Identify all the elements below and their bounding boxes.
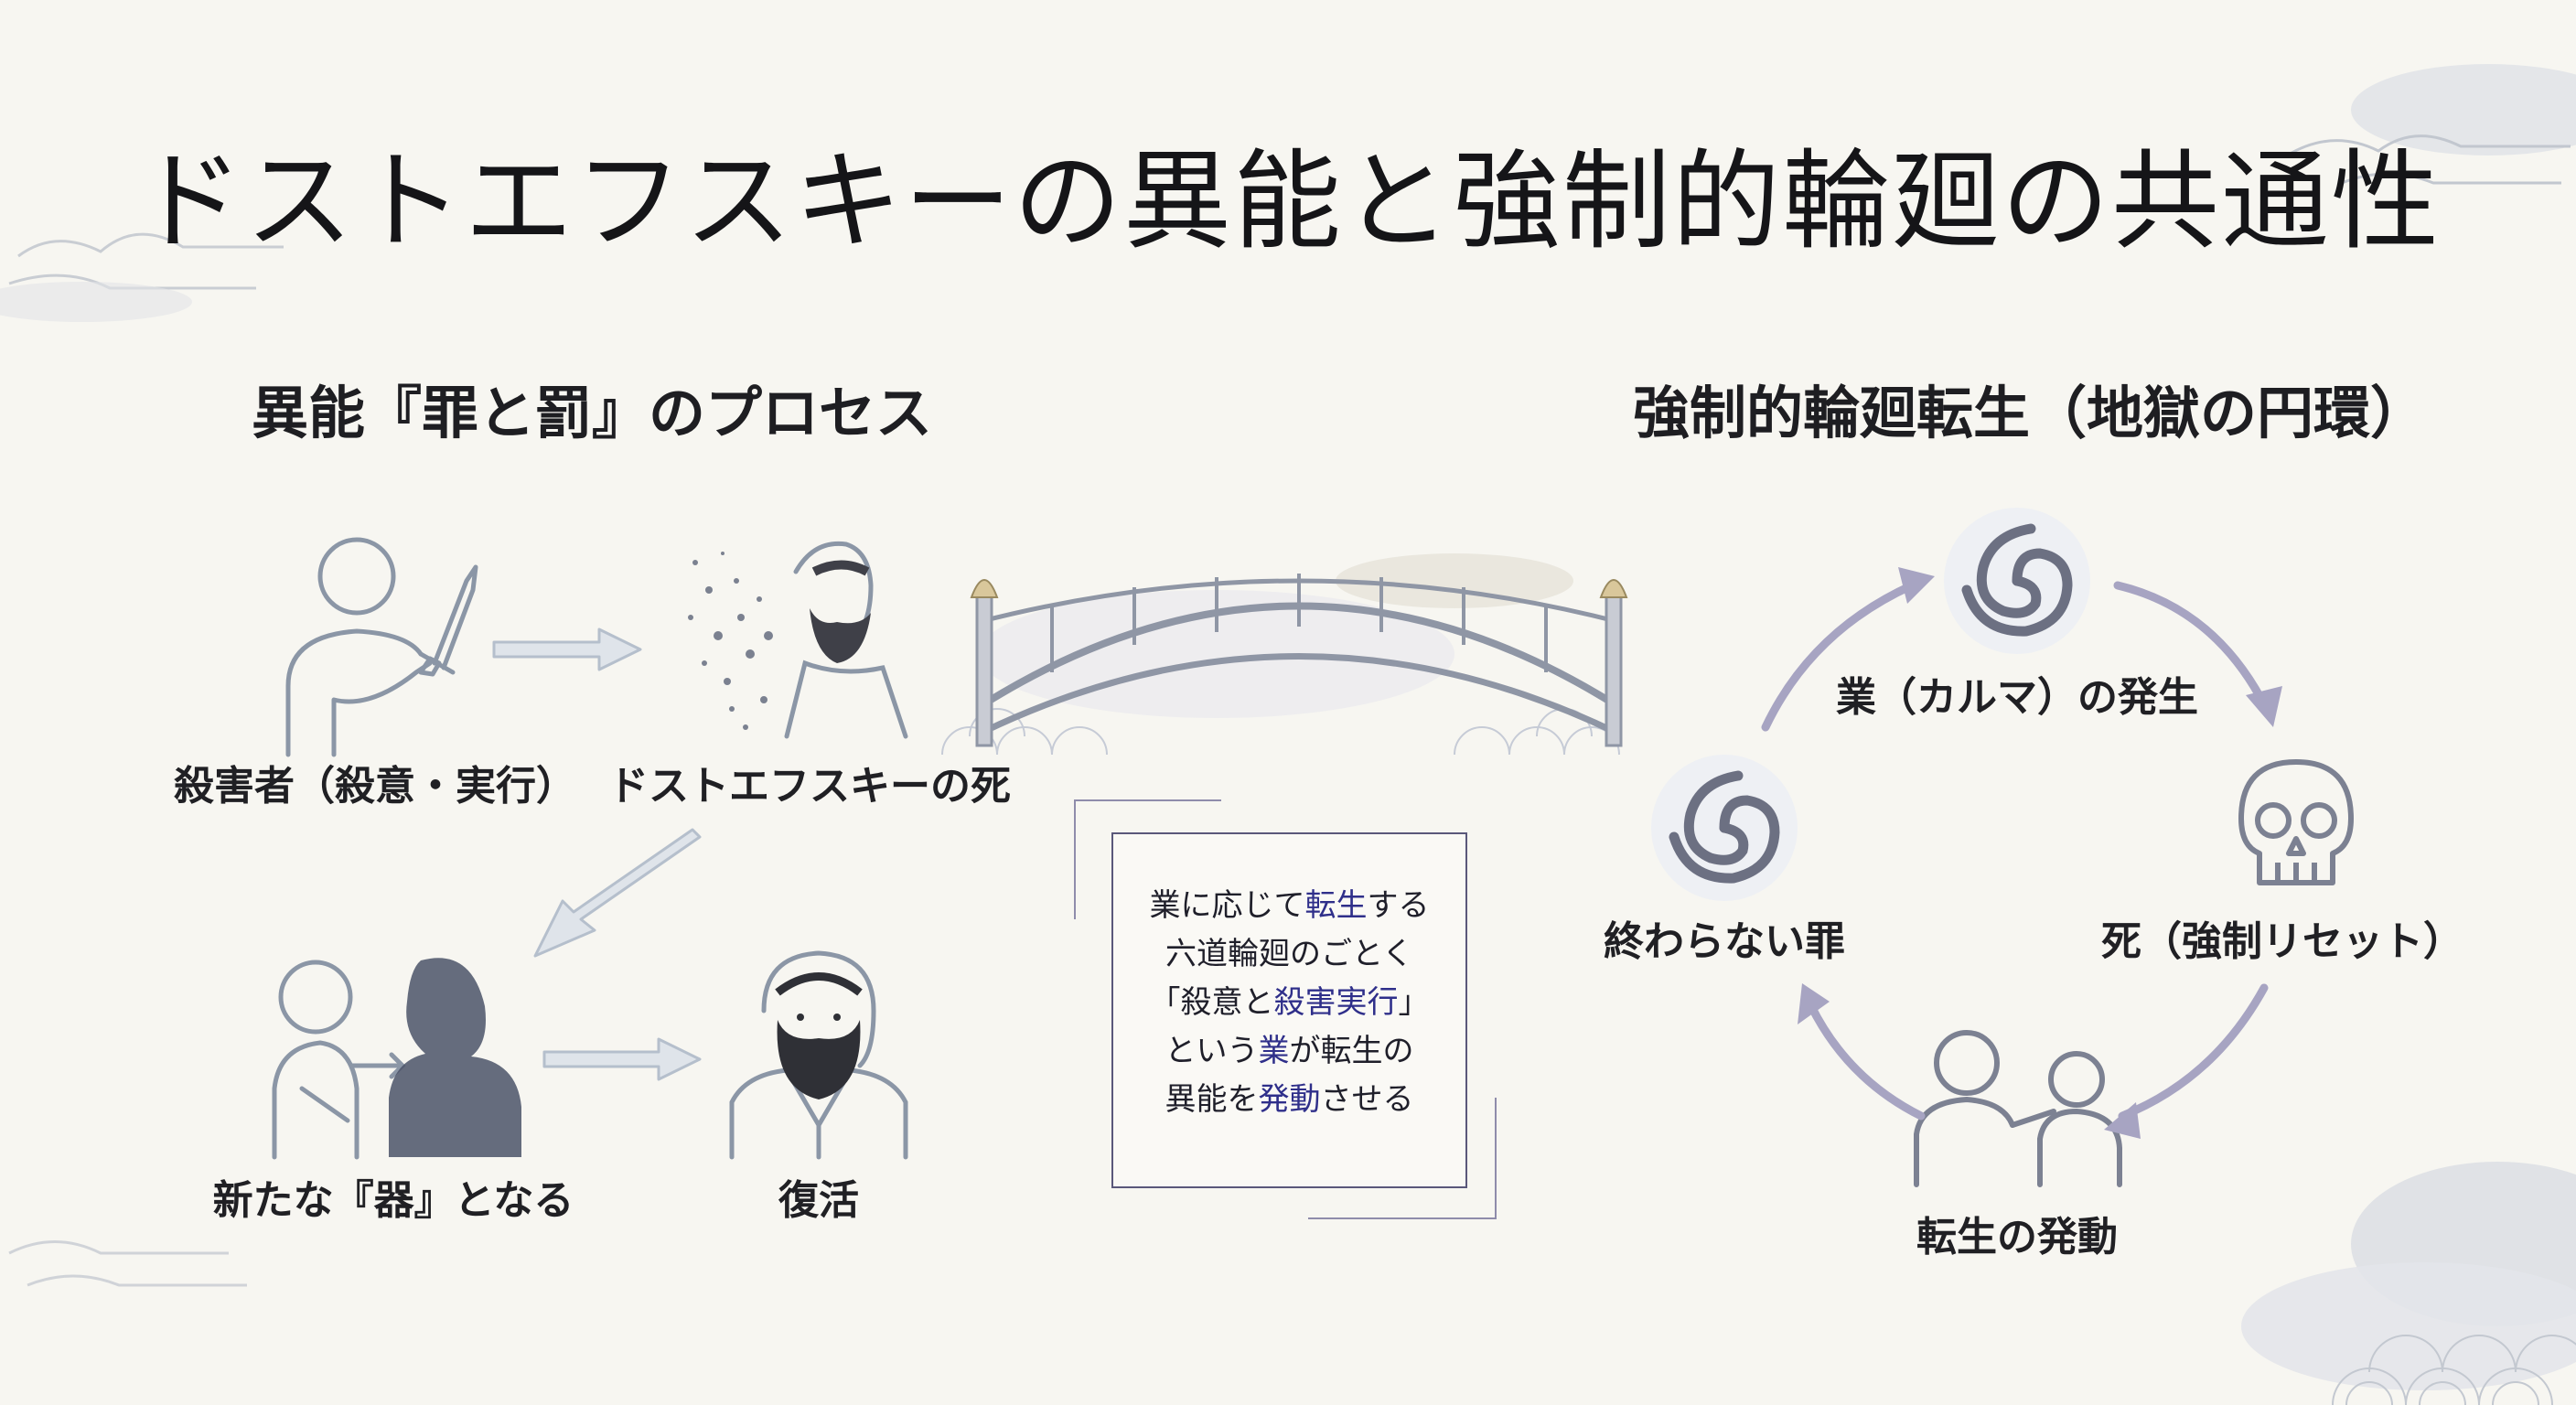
wave-decoration-bottom-right: [2241, 1162, 2576, 1405]
node-label-death-reset: 死（強制リセット）: [2101, 918, 2463, 965]
step-label-vessel: 新たな『器』となる: [212, 1177, 574, 1224]
bearded-man-icon: [729, 950, 908, 1160]
cloud-decoration-top-right: [2286, 64, 2576, 185]
quote-line: 業に応じて転生する: [1113, 882, 1465, 930]
step-label-killer: 殺害者（殺意・実行）: [174, 763, 576, 810]
node-label-karma: 業（カルマ）の発生: [1836, 674, 2198, 721]
quote-line: 異能を発動させる: [1113, 1076, 1465, 1124]
quote-line: という業が転生の: [1113, 1027, 1465, 1076]
person-touching-shoulder-icon: [1914, 1030, 2122, 1187]
quote-box: 業に応じて転生する六道輪廻のごとく「殺意と殺害実行」という業が転生の異能を発動さ…: [1111, 832, 1467, 1188]
quote-highlight: 発動: [1258, 1081, 1321, 1118]
process-arrow-right-1: [492, 627, 642, 671]
quote-segment: という: [1165, 1033, 1259, 1069]
quote-line: 六道輪廻のごとく: [1113, 930, 1465, 979]
right-section-heading: 強制的輪廻転生（地獄の円環）: [1633, 380, 2428, 446]
node-label-reincarnation: 転生の発動: [1916, 1214, 2118, 1260]
step-label-resurrection: 復活: [778, 1177, 859, 1224]
quote-segment: 」: [1398, 984, 1430, 1021]
skull-icon: [2238, 759, 2354, 885]
node-label-endless-sin: 終わらない罪: [1604, 918, 1845, 965]
process-arrow-right-2: [542, 1037, 702, 1081]
quote-text: 業に応じて転生する六道輪廻のごとく「殺意と殺害実行」という業が転生の異能を発動さ…: [1113, 882, 1465, 1124]
arched-bridge-icon: [941, 553, 1628, 756]
person-becoming-vessel-icon: [272, 958, 521, 1160]
quote-line: 「殺意と殺害実行」: [1113, 979, 1465, 1027]
quote-segment: が転生の: [1289, 1033, 1414, 1069]
quote-highlight: 殺害実行: [1273, 984, 1399, 1021]
quote-segment: 異能を: [1165, 1081, 1259, 1118]
cycle-swirl-top: [1944, 508, 2090, 654]
cloud-decoration-bottom-left: [8, 1240, 247, 1287]
quote-segment: させる: [1320, 1081, 1414, 1118]
page-title: ドストエフスキーの異能と強制的輪廻の共通性: [134, 138, 2441, 264]
step-label-death: ドストエフスキーの死: [608, 763, 1011, 810]
quote-segment: 「殺意と: [1149, 984, 1274, 1021]
left-section-heading: 異能『罪と罰』のプロセス: [252, 380, 933, 446]
quote-segment: する: [1367, 887, 1430, 924]
process-arrow-diagonal: [533, 828, 702, 958]
quote-segment: 六道輪廻のごとく: [1165, 936, 1413, 972]
quote-frame-decoration: [1074, 799, 1497, 1219]
person-with-knife-icon: [285, 537, 478, 757]
cloud-decoration-top-left: [0, 232, 284, 322]
quote-highlight: 転生: [1304, 887, 1368, 924]
quote-segment: 業に応じて: [1149, 887, 1305, 924]
cycle-arrows: [1761, 567, 2282, 1139]
cycle-swirl-left: [1651, 755, 1798, 901]
quote-highlight: 業: [1258, 1033, 1290, 1069]
dissolving-bearded-man-icon: [688, 541, 908, 739]
